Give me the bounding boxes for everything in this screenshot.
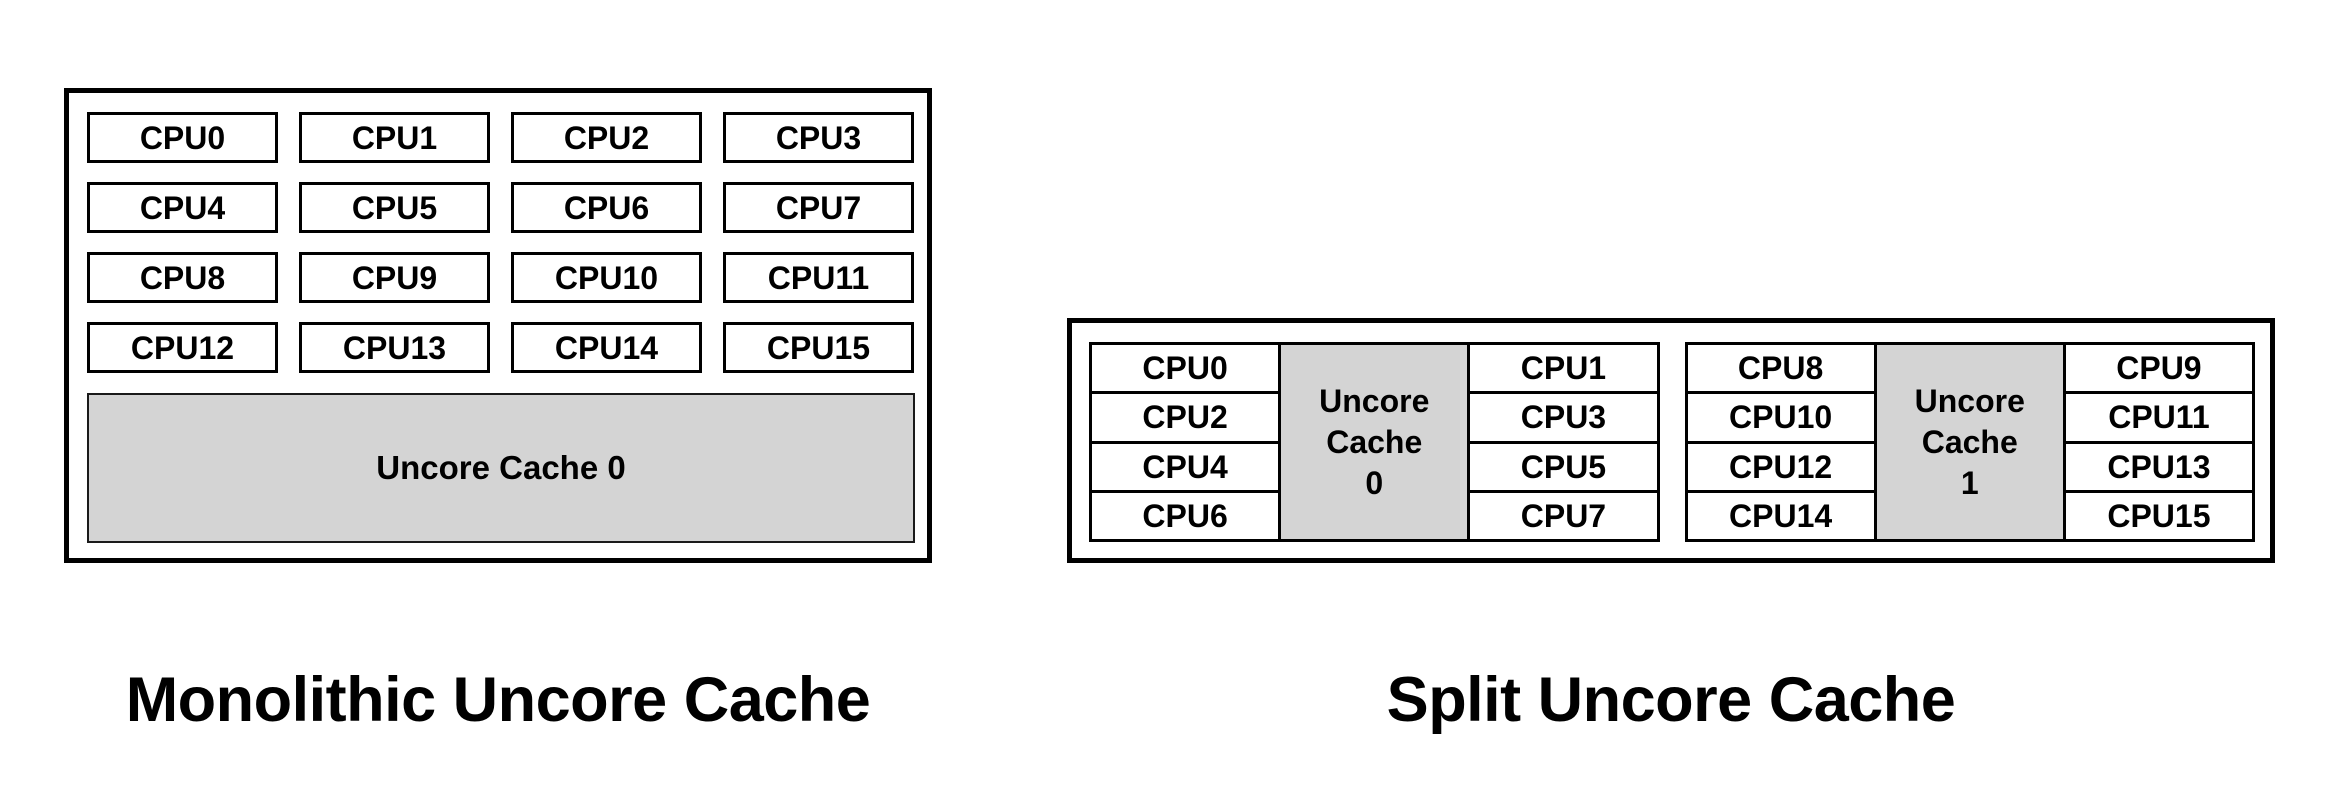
cpu-box: CPU13	[2065, 443, 2252, 490]
cpu-box: CPU12	[1687, 443, 1874, 490]
cpu-box: CPU1	[299, 112, 490, 163]
cpu-cluster-1: CPU8 CPU10 CPU12 CPU14 Uncore Cache 1 CP…	[1684, 342, 2255, 542]
cache-label-line: 1	[1960, 464, 1979, 501]
cpu-box: CPU1	[1470, 345, 1657, 392]
cpu-box: CPU2	[1092, 394, 1279, 441]
cpu-box: CPU7	[1470, 492, 1657, 539]
cpu-box: CPU8	[1687, 345, 1874, 392]
cpu-box: CPU5	[299, 182, 490, 233]
cpu-box: CPU0	[87, 112, 278, 163]
cache-label-line: Cache	[1921, 423, 2018, 460]
cpu-box: CPU10	[511, 252, 702, 303]
cache-label-line: Uncore	[1914, 382, 2025, 419]
cpu-box: CPU0	[1092, 345, 1279, 392]
cpu-box: CPU11	[2065, 394, 2252, 441]
cpu-box: CPU15	[723, 322, 914, 373]
cache-label-line: 0	[1365, 464, 1384, 501]
cache-label-line: Cache	[1326, 423, 1423, 460]
uncore-cache-0-box: Uncore Cache 0	[1281, 345, 1468, 539]
cpu-box: CPU9	[299, 252, 490, 303]
cpu-box: CPU11	[723, 252, 914, 303]
cpu-box: CPU12	[87, 322, 278, 373]
split-package-box: CPU0 CPU2 CPU4 CPU6 Uncore Cache 0 CPU1 …	[1067, 318, 2275, 563]
cpu-box: CPU14	[1687, 492, 1874, 539]
split-caption: Split Uncore Cache	[1386, 665, 1956, 735]
cpu-box: CPU2	[511, 112, 702, 163]
cpu-cluster-0: CPU0 CPU2 CPU4 CPU6 Uncore Cache 0 CPU1 …	[1089, 342, 1660, 542]
cpu-box: CPU6	[511, 182, 702, 233]
cpu-box: CPU15	[2065, 492, 2252, 539]
monolithic-caption: Monolithic Uncore Cache	[125, 665, 871, 735]
cpu-box: CPU13	[299, 322, 490, 373]
cpu-box: CPU6	[1092, 492, 1279, 539]
cpu-box: CPU9	[2065, 345, 2252, 392]
monolithic-cpu-grid: CPU0 CPU1 CPU2 CPU3 CPU4 CPU5 CPU6 CPU7 …	[87, 112, 915, 373]
cache-label-line: Uncore	[1319, 382, 1430, 419]
cpu-box: CPU10	[1687, 394, 1874, 441]
uncore-cache-0-box: Uncore Cache 0	[87, 393, 915, 543]
cpu-box: CPU3	[1470, 394, 1657, 441]
cpu-box: CPU8	[87, 252, 278, 303]
cpu-box: CPU4	[1092, 443, 1279, 490]
uncore-cache-1-box: Uncore Cache 1	[1876, 345, 2063, 539]
cpu-box: CPU14	[511, 322, 702, 373]
cpu-box: CPU4	[87, 182, 278, 233]
monolithic-package-box: CPU0 CPU1 CPU2 CPU3 CPU4 CPU5 CPU6 CPU7 …	[64, 88, 932, 563]
cpu-box: CPU5	[1470, 443, 1657, 490]
cpu-box: CPU7	[723, 182, 914, 233]
cpu-box: CPU3	[723, 112, 914, 163]
